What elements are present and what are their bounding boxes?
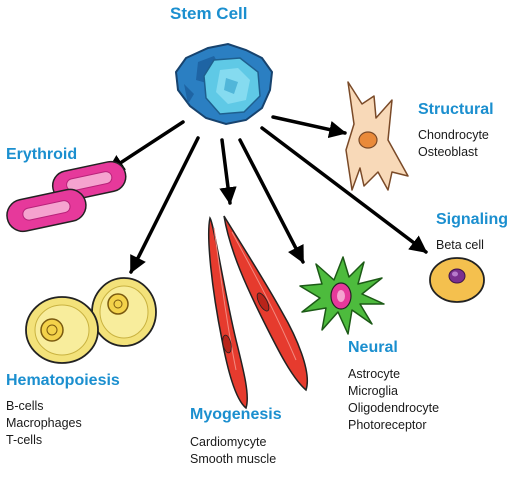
signaling-cell-illustration bbox=[429, 257, 485, 303]
hematopoiesis-items: B-cells Macrophages T-cells bbox=[6, 398, 82, 449]
structural-cell-illustration bbox=[345, 81, 409, 191]
arrow-to-signaling bbox=[260, 126, 428, 254]
label-neural: Neural bbox=[348, 339, 398, 356]
hematopoiesis-item: Macrophages bbox=[6, 416, 82, 430]
myogenesis-item: Cardiomycyte bbox=[190, 435, 267, 449]
arrow-to-erythroid bbox=[106, 120, 185, 173]
label-erythroid: Erythroid bbox=[6, 146, 78, 163]
myogenesis-item: Smooth muscle bbox=[190, 452, 277, 466]
label-structural: Structural bbox=[418, 101, 494, 118]
arrow-to-hematopoiesis bbox=[129, 136, 200, 274]
neural-items: Astrocyte Microglia Oligodendrocyte Phot… bbox=[348, 366, 439, 434]
neural-item: Astrocyte bbox=[348, 367, 401, 381]
stem-cell-illustration bbox=[174, 42, 274, 126]
myogenesis-items: Cardiomycyte Smooth muscle bbox=[190, 434, 276, 468]
arrows bbox=[106, 115, 428, 274]
hematopoiesis-item: T-cells bbox=[6, 433, 43, 447]
hematopoiesis-item: B-cells bbox=[6, 399, 44, 413]
diagram-title: Stem Cell bbox=[170, 4, 248, 23]
signaling-item: Beta cell bbox=[436, 238, 484, 252]
signaling-items: Beta cell bbox=[436, 237, 484, 254]
erythroid-cells-illustration bbox=[6, 160, 127, 233]
label-myogenesis: Myogenesis bbox=[190, 406, 282, 423]
neural-item: Microglia bbox=[348, 384, 399, 398]
arrow-to-structural bbox=[271, 115, 347, 139]
hematopoiesis-cells-illustration bbox=[25, 277, 157, 364]
myogenesis-cells-illustration bbox=[208, 215, 308, 410]
structural-item: Osteoblast bbox=[418, 145, 478, 159]
neural-cell-illustration bbox=[299, 256, 385, 335]
neural-item: Oligodendrocyte bbox=[348, 401, 440, 415]
structural-items: Chondrocyte Osteoblast bbox=[418, 127, 489, 161]
structural-item: Chondrocyte bbox=[418, 128, 489, 142]
label-signaling: Signaling bbox=[436, 211, 508, 228]
arrow-to-neural bbox=[238, 138, 305, 264]
label-hematopoiesis: Hematopoiesis bbox=[6, 372, 120, 389]
arrow-to-myogenesis bbox=[219, 138, 237, 205]
neural-item: Photoreceptor bbox=[348, 418, 427, 432]
